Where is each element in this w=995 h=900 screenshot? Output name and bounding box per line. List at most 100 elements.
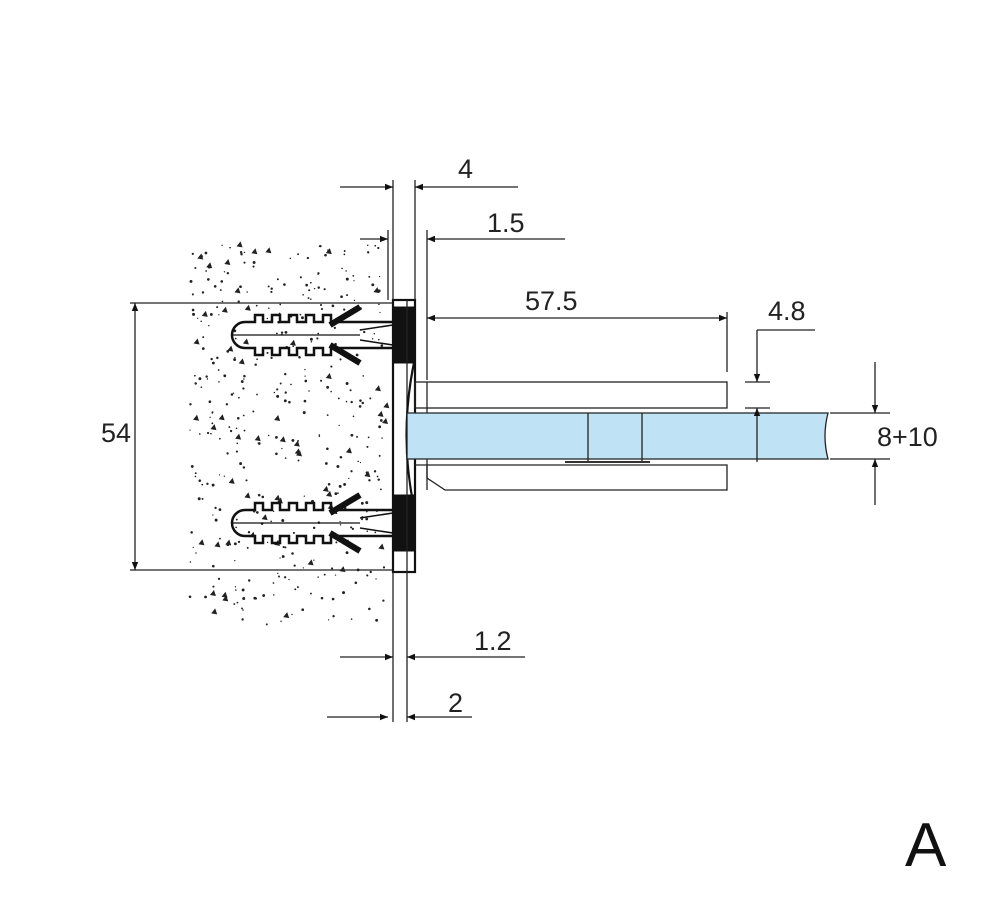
stipple-dot	[226, 272, 230, 275]
stipple-dot	[266, 541, 269, 544]
stipple-dot	[190, 465, 194, 468]
stipple-dot	[353, 299, 356, 301]
stipple-dot	[332, 615, 335, 618]
stipple-dot	[279, 557, 281, 559]
clamp-bottom-arm	[415, 464, 728, 491]
stipple-dot	[202, 336, 205, 339]
stipple-dot	[230, 393, 234, 396]
dim-label-4-8: 4.8	[768, 296, 806, 326]
dimension-clamp-depth: 57.5	[427, 286, 728, 372]
stipple-aggregate	[193, 414, 200, 421]
stipple-dot	[317, 332, 320, 335]
dim-label-1-2: 1.2	[474, 626, 512, 656]
stipple-dot	[333, 326, 336, 329]
view-label: A	[905, 811, 947, 880]
stipple-dot	[279, 303, 282, 306]
stipple-dot	[345, 400, 348, 403]
stipple-dot	[242, 414, 245, 417]
stipple-dot	[368, 479, 371, 482]
stipple-dot	[303, 399, 307, 403]
stipple-dot	[346, 294, 349, 297]
stipple-aggregate	[218, 414, 225, 421]
stipple-dot	[256, 393, 258, 396]
stipple-aggregate	[339, 566, 346, 573]
stipple-dot	[350, 618, 353, 620]
stipple-dot	[281, 519, 285, 523]
stipple-dot	[272, 594, 275, 596]
stipple-aggregate	[374, 385, 381, 392]
stipple-dot	[242, 466, 246, 469]
stipple-dot	[339, 358, 342, 361]
stipple-aggregate	[224, 259, 231, 266]
stipple-aggregate	[254, 435, 261, 442]
stipple-dot	[282, 546, 285, 549]
stipple-dot	[239, 251, 243, 254]
stipple-dot	[303, 495, 306, 497]
dimension-glass-thickness: 8+10	[830, 362, 938, 505]
stipple-dot	[281, 447, 283, 450]
stipple-dot	[335, 541, 338, 544]
stipple-dot	[276, 394, 280, 398]
stipple-dot	[374, 531, 377, 534]
stipple-dot	[302, 411, 306, 415]
stipple-dot	[309, 337, 313, 341]
stipple-dot	[304, 379, 308, 383]
stipple-dot	[276, 388, 279, 391]
stipple-dot	[212, 585, 215, 588]
stipple-dot	[284, 330, 288, 334]
stipple-dot	[334, 492, 338, 496]
stipple-dot	[326, 447, 329, 451]
stipple-dot	[376, 475, 379, 478]
stipple-dot	[232, 392, 235, 394]
stipple-aggregate	[227, 345, 234, 352]
stipple-dot	[320, 307, 324, 311]
stipple-dot	[192, 546, 194, 549]
stipple-dot	[277, 572, 279, 574]
stipple-dot	[302, 293, 304, 296]
stipple-aggregate	[383, 402, 390, 409]
stipple-dot	[217, 577, 221, 580]
stipple-dot	[330, 365, 333, 368]
glass-panel	[406, 412, 829, 460]
stipple-dot	[343, 483, 346, 486]
stipple-dot	[270, 520, 272, 523]
stipple-dot	[239, 462, 243, 466]
stipple-dot	[309, 281, 312, 284]
stipple-dot	[210, 432, 212, 435]
stipple-dot	[211, 422, 214, 425]
stipple-aggregate	[382, 417, 389, 424]
stipple-dot	[297, 253, 300, 256]
stipple-dot	[241, 607, 243, 610]
stipple-dot	[221, 244, 223, 247]
stipple-dot	[312, 526, 316, 530]
stipple-dot	[206, 378, 209, 380]
stipple-aggregate	[198, 539, 205, 546]
stipple-aggregate	[364, 471, 371, 478]
stipple-dot	[276, 278, 279, 281]
stipple-dot	[337, 492, 339, 494]
stipple-dot	[378, 425, 382, 429]
dimension-gap: 1.5	[360, 208, 565, 380]
stipple-dot	[236, 601, 239, 604]
dim-label-1-5: 1.5	[487, 208, 525, 238]
dim-label-57-5: 57.5	[525, 286, 578, 316]
anchor-plug	[230, 304, 416, 366]
stipple-dot	[273, 391, 276, 394]
stipple-dot	[378, 338, 380, 341]
stipple-dot	[343, 250, 346, 252]
concrete-wall-stipple	[188, 241, 390, 626]
stipple-dot	[338, 484, 342, 488]
stipple-dot	[369, 570, 372, 574]
stipple-dot	[340, 295, 343, 299]
stipple-dot	[253, 596, 257, 600]
stipple-dot	[233, 603, 236, 606]
stipple-aggregate	[265, 247, 272, 254]
stipple-dot	[354, 581, 358, 585]
stipple-dot	[291, 613, 293, 616]
stipple-dot	[284, 457, 287, 459]
stipple-aggregate	[274, 494, 281, 501]
stipple-dot	[330, 567, 334, 570]
stipple-dot	[242, 609, 244, 611]
stipple-dot	[223, 374, 227, 378]
stipple-dot	[362, 375, 365, 377]
